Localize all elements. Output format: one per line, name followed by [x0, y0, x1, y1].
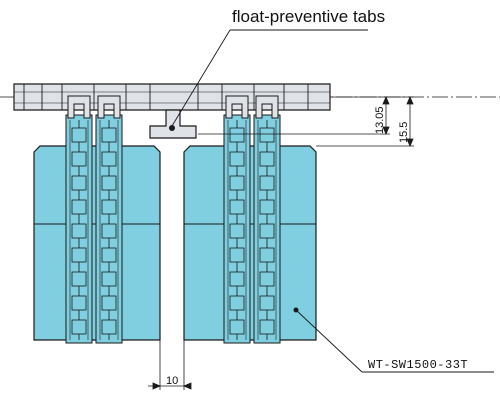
right-module [183, 114, 317, 344]
part-number-label: WT-SW1500-33T [368, 358, 468, 372]
left-chain-links [71, 127, 117, 335]
gap-dimension [148, 340, 192, 390]
callout-label: float-preventive tabs [232, 7, 385, 26]
tabs-callout: float-preventive tabs [171, 7, 385, 127]
top-rail [13, 83, 331, 139]
rail-profile [13, 83, 331, 111]
part-callout: WT-SW1500-33T [293, 307, 494, 373]
callout-target-dot [169, 125, 175, 131]
rail-segment-divisions [23, 84, 309, 110]
right-chain-links [229, 127, 275, 335]
height-dimensions [198, 95, 414, 148]
dimension-gap: 10 [166, 375, 178, 387]
left-module [33, 114, 161, 344]
dimension-height-a: 13.05 [374, 106, 386, 134]
rail-hooks [67, 95, 279, 119]
dimension-height-b: 15.5 [398, 122, 410, 143]
